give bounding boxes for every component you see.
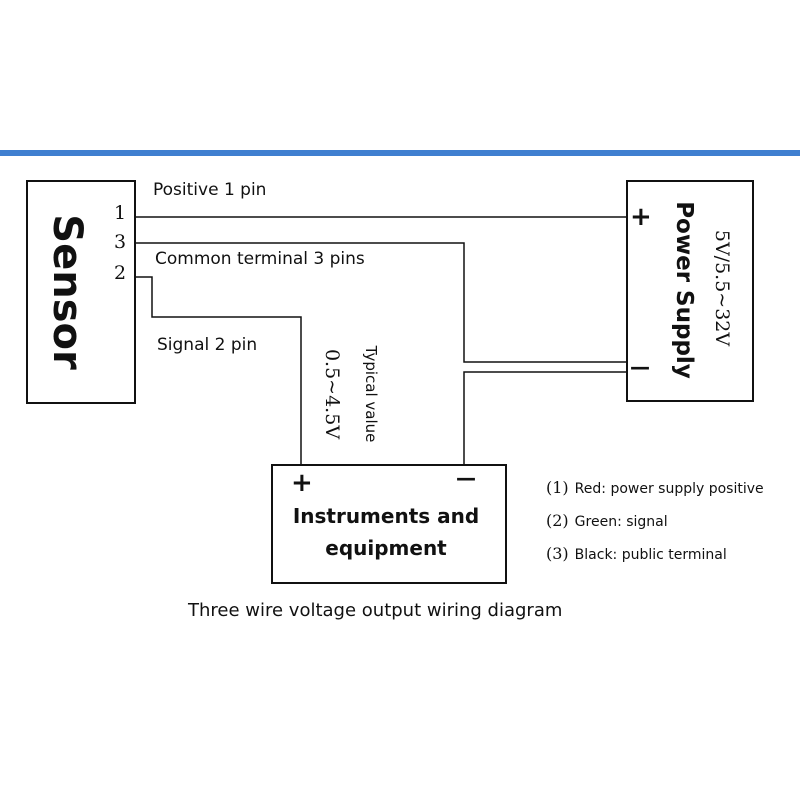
typical-value-label: Typical value xyxy=(362,345,380,443)
legend-text: Black: public terminal xyxy=(574,547,727,563)
legend-item-red: (1) Red: power supply positive xyxy=(546,478,764,497)
legend-item-black: (3) Black: public terminal xyxy=(546,544,727,563)
typical-voltage-range: 0.5~4.5V xyxy=(321,348,343,440)
power-supply-title: Power Supply xyxy=(671,201,697,379)
instrument-title-line-2: equipment xyxy=(325,536,447,560)
instrument-title: Instruments and equipment xyxy=(271,500,501,564)
power-supply-voltage: 5V/5.5~32V xyxy=(711,229,733,347)
sensor-title: Sensor xyxy=(44,214,90,370)
common-terminal-label: Common terminal 3 pins xyxy=(155,249,365,269)
legend-text: Red: power supply positive xyxy=(574,481,764,497)
positive-pin-label: Positive 1 pin xyxy=(153,180,267,200)
instrument-minus-wire xyxy=(463,371,626,464)
common-wire xyxy=(136,242,626,363)
legend-number: (2) xyxy=(546,511,569,530)
pin-3-label: 3 xyxy=(114,231,127,253)
legend-text: Green: signal xyxy=(574,514,668,530)
power-supply-plus-terminal: + xyxy=(630,202,652,232)
instrument-title-line-1: Instruments and xyxy=(292,504,480,528)
legend-number: (1) xyxy=(546,478,569,497)
power-supply-box xyxy=(626,180,754,402)
instrument-box xyxy=(271,464,507,584)
instrument-minus-terminal: — xyxy=(456,466,476,490)
pin-2-label: 2 xyxy=(114,262,127,284)
signal-pin-label: Signal 2 pin xyxy=(157,335,258,355)
instrument-plus-terminal: + xyxy=(291,468,313,498)
diagram-caption: Three wire voltage output wiring diagram xyxy=(188,600,563,621)
header-accent-bar xyxy=(0,150,800,156)
legend-item-green: (2) Green: signal xyxy=(546,511,668,530)
signal-wire xyxy=(136,276,302,464)
sensor-box xyxy=(26,180,136,404)
pin-1-label: 1 xyxy=(114,202,127,224)
power-supply-minus-terminal: — xyxy=(630,355,650,379)
legend-number: (3) xyxy=(546,544,569,563)
